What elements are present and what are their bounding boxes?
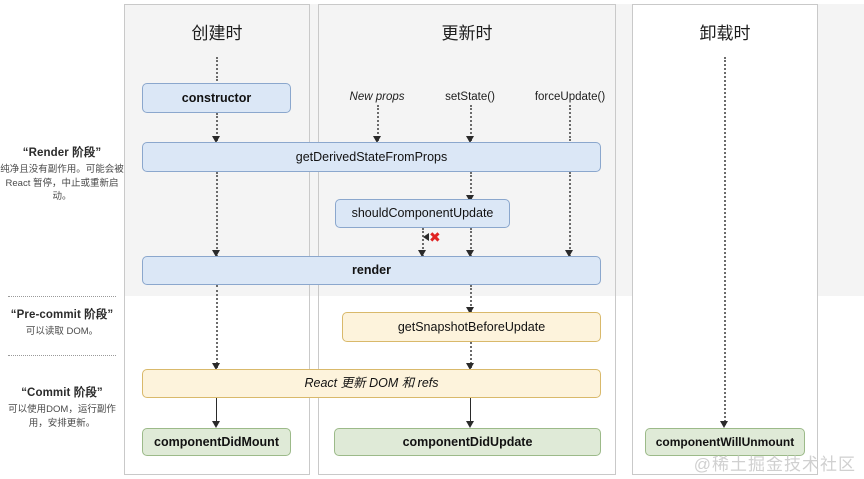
arrowhead-didupdate <box>466 421 474 428</box>
node-should-component-update[interactable]: shouldComponentUpdate <box>335 199 510 228</box>
phase-desc-precommit: 可以读取 DOM。 <box>25 326 99 337</box>
node-component-did-update[interactable]: componentDidUpdate <box>334 428 601 456</box>
trigger-label-new-props: New props <box>349 91 405 103</box>
arrowhead-snapshot <box>466 307 474 314</box>
connector-snapshot-to-reactdom <box>470 342 472 376</box>
phase-title-precommit: “Pre-commit 阶段” <box>10 309 114 321</box>
arrowhead-willunmount <box>720 421 728 428</box>
connector-render-to-snapshot <box>470 285 472 313</box>
arrowhead-gdsfp-setstate <box>466 136 474 143</box>
connector-newprops-to-gdsfp <box>377 105 379 141</box>
arrowhead-render-scu <box>466 250 474 257</box>
connector-unmount-title-to-willunmount <box>724 57 726 425</box>
phase-title-render: “Render 阶段” <box>22 147 102 159</box>
trigger-label-forceupdate: forceUpdate() <box>534 91 606 103</box>
column-update: 更新时 <box>318 4 616 475</box>
arrowhead-gdsfp-newprops <box>373 136 381 143</box>
connector-scu-false-branch <box>422 228 424 257</box>
phase-desc-commit: 可以使用DOM，运行副作用，安排更新。 <box>8 404 116 429</box>
arrowhead-didmount <box>212 421 220 428</box>
column-mount: 创建时 <box>124 4 310 475</box>
skip-x-icon: ✖ <box>429 230 441 246</box>
arrowhead-scu-false <box>418 250 426 257</box>
connector-mount-title-to-constructor <box>216 57 218 81</box>
connector-gdsfp-to-render-mount <box>216 172 218 257</box>
phase-label-render: “Render 阶段” 纯净且没有副作用。可能会被 React 暂停，中止或重新… <box>0 146 124 204</box>
column-title-unmount: 卸载时 <box>699 23 751 43</box>
arrowhead-reactdom-update <box>466 363 474 370</box>
node-react-updates-dom-and-refs[interactable]: React 更新 DOM 和 refs <box>142 369 601 398</box>
arrowhead-gdsfp-mount <box>212 136 220 143</box>
connector-reactdom-to-didupdate <box>470 398 471 426</box>
connector-forceupdate-to-render <box>569 172 571 257</box>
connector-render-to-reactdom-mount <box>216 285 218 376</box>
arrowhead-render-forceupdate <box>565 250 573 257</box>
phase-label-precommit: “Pre-commit 阶段” 可以读取 DOM。 <box>0 308 124 339</box>
phase-label-column: “Render 阶段” 纯净且没有副作用。可能会被 React 暂停，中止或重新… <box>0 0 124 479</box>
column-title-mount: 创建时 <box>191 23 243 43</box>
connector-scu-true-to-render <box>470 228 472 257</box>
phase-divider-2 <box>8 355 116 356</box>
phase-desc-render: 纯净且没有副作用。可能会被 React 暂停，中止或重新启动。 <box>0 164 124 202</box>
arrowhead-render-mount <box>212 250 220 257</box>
connector-forceupdate-down <box>569 105 571 141</box>
trigger-label-setstate: setState() <box>445 91 495 103</box>
phase-title-commit: “Commit 阶段” <box>21 387 103 399</box>
node-get-derived-state-from-props[interactable]: getDerivedStateFromProps <box>142 142 601 172</box>
connector-reactdom-to-didmount <box>216 398 217 426</box>
connector-gdsfp-to-scu <box>470 172 472 200</box>
arrowhead-reactdom-mount <box>212 363 220 370</box>
connector-setstate-to-gdsfp <box>470 105 472 141</box>
node-component-will-unmount[interactable]: componentWillUnmount <box>645 428 805 456</box>
node-get-snapshot-before-update[interactable]: getSnapshotBeforeUpdate <box>342 312 601 342</box>
node-constructor[interactable]: constructor <box>142 83 291 113</box>
skip-branch-arrowhead-icon <box>423 233 429 241</box>
node-render[interactable]: render <box>142 256 601 285</box>
column-title-update: 更新时 <box>441 23 493 43</box>
phase-divider-1 <box>8 296 116 297</box>
phase-label-commit: “Commit 阶段” 可以使用DOM，运行副作用，安排更新。 <box>0 386 124 430</box>
node-component-did-mount[interactable]: componentDidMount <box>142 428 291 456</box>
connector-constructor-to-gdsfp <box>216 113 218 141</box>
arrowhead-scu <box>466 195 474 202</box>
